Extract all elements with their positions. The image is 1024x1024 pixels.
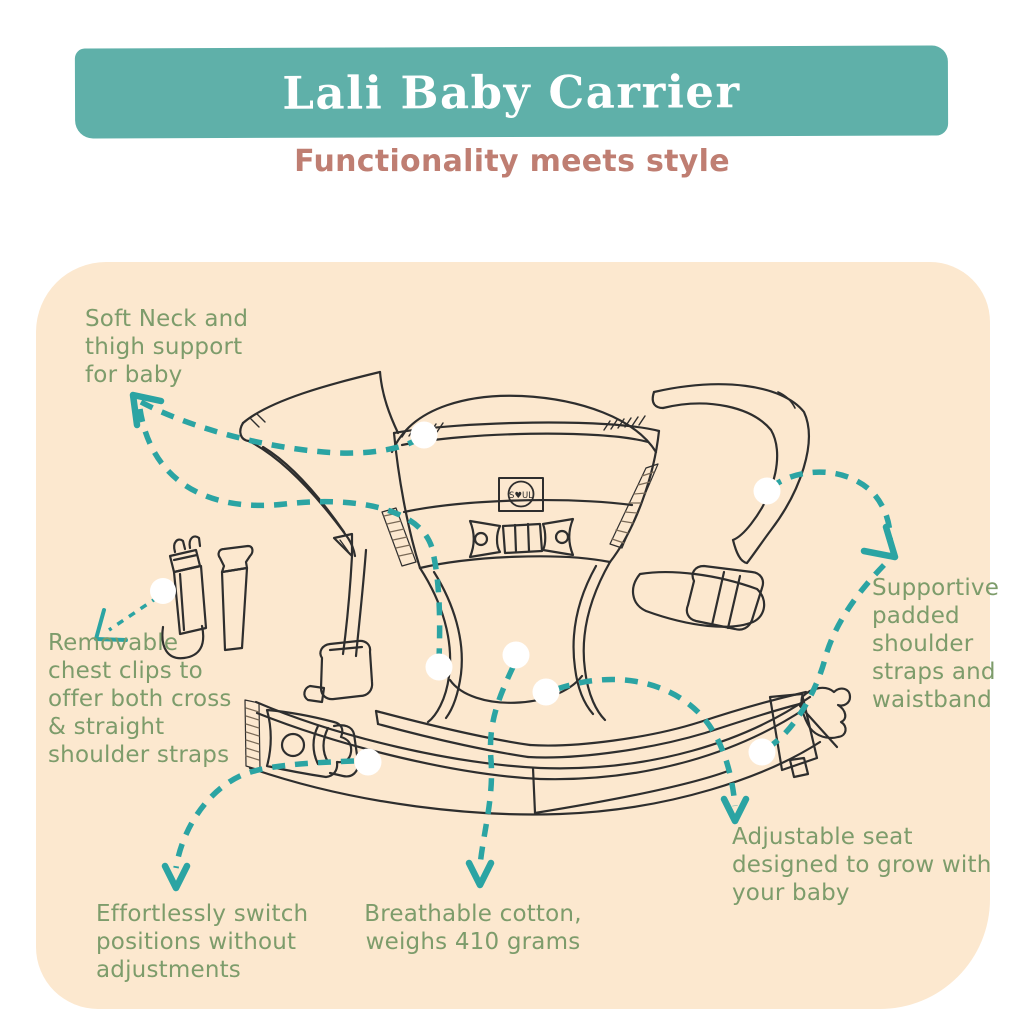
arrowhead-chest-clips [94, 608, 128, 642]
annotation-adjustable-seat: Adjustable seat designed to grow with yo… [732, 823, 992, 907]
brand-logo: S♥UL [498, 477, 544, 512]
stitch-ticks-right [603, 415, 646, 431]
brand-logo-text: S♥UL [509, 491, 533, 501]
illustration-panel [36, 262, 990, 1009]
arrowhead-switch-positions [161, 862, 191, 892]
annotation-line: positions without [96, 929, 297, 955]
connector-breathable [477, 665, 516, 867]
annotation-line: thigh support [85, 334, 243, 360]
connector-dot [753, 477, 781, 505]
annotation-line: Adjustable seat [732, 824, 913, 850]
connector-dot [748, 738, 776, 766]
connector-thigh-support [137, 408, 443, 661]
connector-soft-neck [139, 399, 424, 456]
annotation-line: straps and [872, 659, 996, 685]
connector-shoulder-strap [768, 469, 893, 543]
connector-dot [425, 653, 453, 681]
left-shoulder-strap [239, 370, 400, 704]
annotation-line: designed to grow with [732, 852, 992, 878]
arrowhead-shoulder-straps [860, 523, 899, 561]
chest-clip-strap [217, 544, 254, 652]
hatch-strip-right [609, 463, 659, 549]
bow-buckle-strip [468, 517, 575, 559]
dashed-connectors [108, 399, 893, 869]
annotation-line: Supportive [872, 575, 1000, 601]
annotation-line: weighs 410 grams [365, 929, 581, 955]
connector-dot [410, 421, 438, 449]
connector-dot [354, 748, 382, 776]
connector-dot [532, 678, 560, 706]
carrier-line-art: S♥UL [161, 370, 852, 816]
annotation-line: chest clips to [48, 658, 203, 684]
annotation-line: Effortlessly switch [96, 901, 309, 927]
waistband-right-end [768, 686, 852, 779]
connector-dot [502, 641, 530, 669]
annotation-line: adjustments [96, 957, 241, 983]
annotation-line: Removable [48, 630, 179, 656]
annotation-line: Soft Neck and [85, 306, 249, 332]
connector-chest-clips [108, 595, 159, 632]
annotation-line: your baby [732, 880, 850, 906]
annotation-breathable: Breathable cotton, weighs 410 grams [327, 900, 619, 956]
connector-waistband [764, 563, 886, 752]
annotation-line: & straight [48, 714, 165, 740]
annotation-shoulder-straps: Supportive padded shoulder straps and wa… [872, 574, 999, 714]
annotation-chest-clips: Removable chest clips to offer both cros… [48, 629, 232, 769]
connector-adjustable-seat [556, 676, 738, 807]
arrowhead-breathable [465, 859, 495, 889]
connector-dot [150, 578, 176, 604]
annotation-switch-positions: Effortlessly switch positions without ad… [96, 900, 308, 984]
page-subtitle: Functionality meets style [294, 144, 730, 179]
connector-dots [150, 421, 781, 776]
arrowhead-soft-neck [129, 391, 165, 429]
arrowhead-adjustable-seat [720, 795, 750, 825]
annotation-line: waistband [872, 687, 992, 713]
annotation-line: shoulder straps [48, 742, 230, 768]
connector-switch-positions [173, 758, 355, 869]
annotation-line: shoulder [872, 631, 974, 657]
chest-clip-buckle [161, 535, 208, 660]
annotation-line: Breathable cotton, [364, 901, 582, 927]
arrowheads [94, 391, 899, 892]
waistband-end-cap [244, 699, 261, 771]
right-shoulder-strap [632, 383, 810, 631]
annotation-line: for baby [85, 362, 183, 388]
annotation-line: padded [872, 603, 960, 629]
annotation-soft-neck: Soft Neck and thigh support for baby [85, 305, 248, 389]
annotation-line: offer both cross [48, 686, 232, 712]
